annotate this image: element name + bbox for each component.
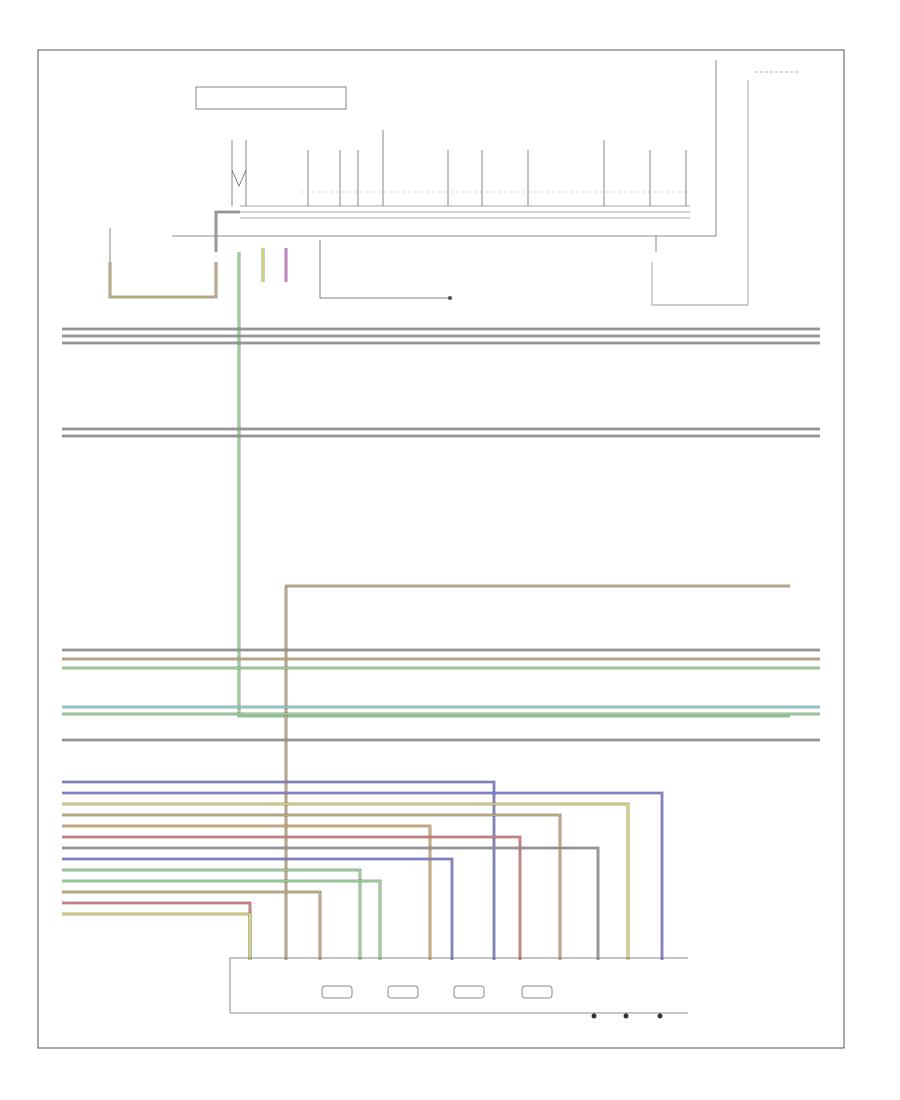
sol-11-fill [62,891,321,960]
module-outline [172,60,717,237]
wire-left-link-outline [214,210,240,252]
sol-6-fill [62,836,521,960]
solenoid-block [229,957,688,1019]
module-switch-stubs [231,130,687,206]
sol-2-outline [62,791,664,960]
control-module [172,60,717,252]
solenoid-coil-4 [521,985,553,999]
wire-left-tan-outline [108,262,218,299]
sol-3-fill [62,803,629,960]
sol-10 [62,879,382,960]
sol-10-fill [62,880,381,960]
right-return-wire [651,262,748,306]
sol-9-fill [62,869,361,960]
sol-2 [62,791,664,960]
sol-11 [62,890,322,960]
sol-6 [62,835,522,960]
outer-frame [37,49,845,1049]
wire-left-tan [108,262,218,299]
sol-8 [62,857,454,960]
ground-point [448,296,452,300]
wire-green-main-fill [238,252,790,717]
terminal-3 [657,1013,663,1019]
sol-8-outline [62,857,454,960]
wire-left-link-fill [215,211,240,252]
wire-left-tan-fill [109,262,217,298]
sol-5-fill [62,825,431,960]
sol-3 [62,802,630,960]
sol-7-fill [62,847,599,960]
sol-12 [62,901,252,960]
sol-7 [62,846,600,960]
solenoid-coil-3 [453,985,485,999]
sol-1 [62,780,496,960]
wire-left-link [214,210,240,252]
right-sensor [651,71,800,306]
sol-12-fill [62,902,251,960]
wire-green-main-outline [237,252,790,718]
module-header-box [195,86,347,110]
solenoid-coil-1 [321,985,353,999]
terminal-1 [591,1013,597,1019]
sol-8-fill [62,858,453,960]
solenoid-outline [229,957,688,1013]
sol-4 [62,813,562,960]
solenoid-coil-2 [387,985,419,999]
sol-9 [62,868,362,960]
sol-13-outline [62,912,252,960]
sol-1-fill [62,781,495,960]
wire-green-main [237,252,790,718]
sol-13-fill [62,913,251,960]
sol-5 [62,824,432,960]
sol-13 [62,912,252,960]
terminal-2 [623,1013,629,1019]
sol-2-fill [62,792,663,960]
sol-4-fill [62,814,561,960]
sol-12-outline [62,901,252,960]
